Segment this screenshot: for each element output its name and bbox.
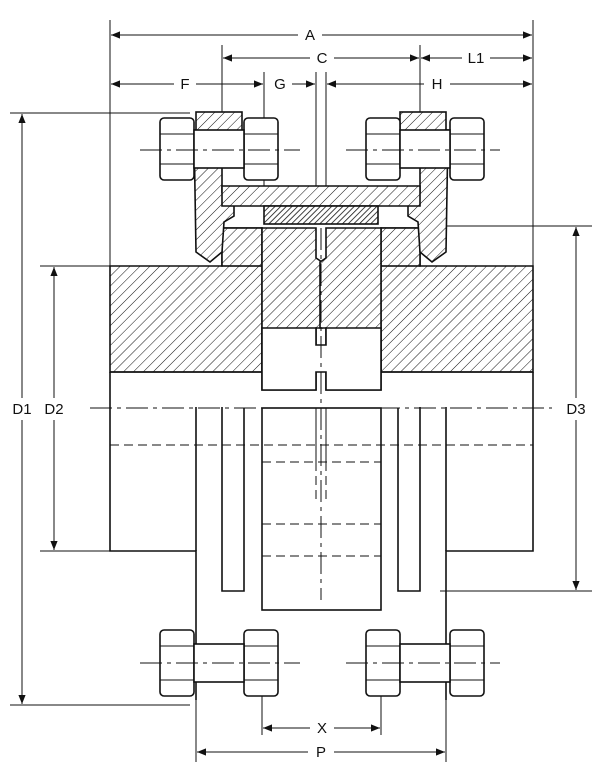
dim-label-d2: D2 [44, 401, 63, 418]
dim-label-d1: D1 [12, 401, 31, 418]
centerlines [90, 228, 552, 600]
bolt-assembly-lower-left [140, 629, 300, 697]
hub-right-section [380, 227, 534, 373]
dim-label-d3: D3 [566, 401, 585, 418]
elastomer-element-upper [261, 227, 382, 391]
dimension-lines [18, 31, 580, 756]
hub-left-section [109, 227, 263, 373]
bolt-assembly-lower-right [346, 629, 500, 697]
dim-label-h: H [432, 76, 443, 93]
dim-label-f: F [180, 76, 189, 93]
dim-label-p: P [316, 744, 326, 761]
dim-label-g: G [274, 76, 286, 93]
dim-label-a: A [305, 27, 315, 44]
dim-label-x: X [317, 720, 327, 737]
extension-lines [10, 20, 592, 762]
bolt-assembly-upper-left [140, 117, 300, 181]
dim-label-l1: L1 [468, 50, 485, 67]
sleeve-upper [221, 185, 421, 225]
dim-label-c: C [317, 50, 328, 67]
bolt-assembly-upper-right [346, 117, 500, 181]
dimension-labels: A C L1 F G H D1 D2 D3 X P [12, 27, 585, 761]
